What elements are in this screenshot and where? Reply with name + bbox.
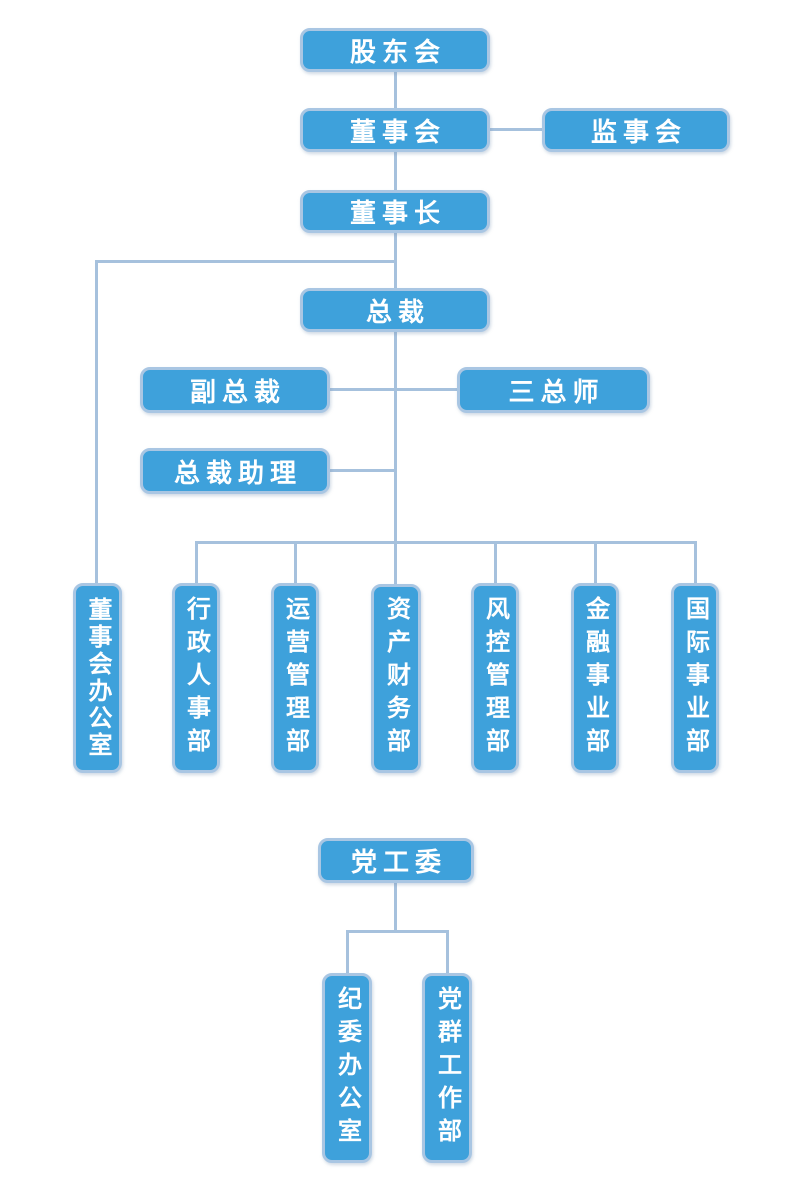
org-node-intl-business-dept: 国际事业部 bbox=[671, 583, 719, 773]
connector-president-trunk bbox=[394, 332, 397, 584]
connector-board-chairman bbox=[394, 152, 397, 190]
org-node-three-chief-engineers: 三总师 bbox=[457, 367, 650, 413]
connector-shareholders-board bbox=[394, 72, 397, 108]
org-node-label: 金融事业部 bbox=[581, 595, 609, 761]
connector-vice-president bbox=[330, 388, 394, 391]
org-node-label: 董事长 bbox=[349, 198, 446, 228]
connector-board-supervisory bbox=[490, 128, 542, 131]
org-node-president: 总裁 bbox=[300, 288, 490, 332]
org-node-supervisory-board: 监事会 bbox=[542, 108, 730, 152]
org-node-financial-business-dept: 金融事业部 bbox=[571, 583, 619, 773]
connector-stub-operations bbox=[294, 541, 297, 583]
connector-stub-discipline-office bbox=[346, 930, 349, 973]
org-node-label: 资产财务部 bbox=[382, 596, 410, 761]
org-node-discipline-office: 纪委办公室 bbox=[322, 973, 372, 1163]
connector-branch-left-horizontal bbox=[95, 260, 396, 263]
org-node-operations-mgmt-dept: 运营管理部 bbox=[271, 583, 319, 773]
connector-stub-admin-hr bbox=[195, 541, 198, 583]
org-node-admin-hr-dept: 行政人事部 bbox=[172, 583, 220, 773]
org-node-board-of-directors: 董事会 bbox=[300, 108, 490, 152]
org-node-label: 监事会 bbox=[590, 116, 687, 147]
connector-stub-financial-business bbox=[594, 541, 597, 583]
org-node-label: 风控管理部 bbox=[481, 595, 509, 761]
org-node-president-assistant: 总裁助理 bbox=[140, 448, 330, 494]
org-node-label: 运营管理部 bbox=[281, 595, 309, 761]
org-node-label: 股东会 bbox=[349, 36, 446, 67]
connector-departments-horizontal bbox=[195, 541, 696, 544]
connector-stub-intl-business bbox=[694, 541, 697, 583]
org-node-label: 董事会 bbox=[349, 116, 446, 147]
org-node-label: 纪委办公室 bbox=[333, 985, 361, 1151]
connector-stub-risk-control bbox=[494, 541, 497, 583]
org-node-label: 总裁 bbox=[365, 296, 430, 327]
org-node-party-mass-work-dept: 党群工作部 bbox=[422, 973, 472, 1163]
org-node-label: 党工委 bbox=[350, 847, 447, 877]
org-node-chairman: 董事长 bbox=[300, 190, 490, 233]
org-node-vice-president: 副总裁 bbox=[140, 367, 330, 413]
org-node-label: 总裁助理 bbox=[173, 457, 302, 488]
connector-stub-party-mass-work bbox=[446, 930, 449, 973]
connector-three-chief-engineers bbox=[396, 388, 457, 391]
org-node-asset-finance-dept: 资产财务部 bbox=[371, 584, 421, 773]
org-node-shareholders-meeting: 股东会 bbox=[300, 28, 490, 72]
connector-board-office-drop bbox=[95, 260, 98, 583]
org-node-label: 副总裁 bbox=[189, 376, 286, 407]
org-node-risk-control-dept: 风控管理部 bbox=[471, 583, 519, 773]
org-node-label: 行政人事部 bbox=[182, 595, 210, 761]
org-node-label: 党群工作部 bbox=[433, 985, 461, 1151]
connector-party-horizontal bbox=[346, 930, 449, 933]
org-node-label: 国际事业部 bbox=[681, 595, 709, 761]
connector-president-assistant bbox=[330, 469, 394, 472]
org-node-board-office: 董事会办公室 bbox=[73, 583, 122, 773]
org-node-label: 三总师 bbox=[508, 376, 605, 407]
connector-party-trunk bbox=[394, 883, 397, 931]
org-node-party-work-committee: 党工委 bbox=[318, 838, 474, 883]
org-node-label: 董事会办公室 bbox=[84, 597, 111, 759]
